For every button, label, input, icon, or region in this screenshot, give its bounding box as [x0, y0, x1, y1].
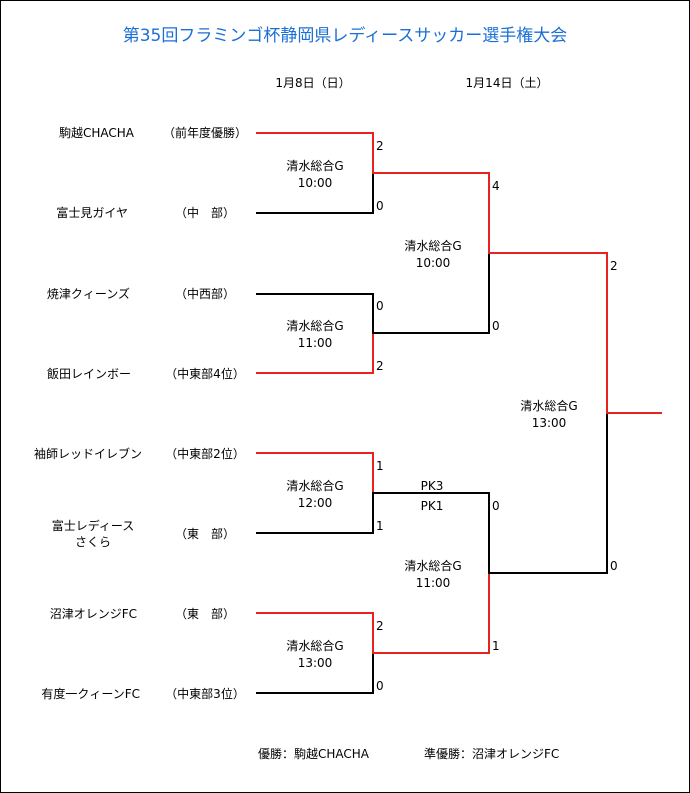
team-note: （中東部2位）	[165, 447, 245, 461]
team-name-line1: 富士レディース	[51, 519, 135, 533]
score: 1	[376, 519, 384, 533]
match-venue: 清水総合G	[404, 239, 462, 253]
score: 0	[376, 199, 384, 213]
match-venue: 清水総合G	[286, 479, 344, 493]
score: 1	[376, 459, 384, 473]
score: 0	[610, 559, 618, 573]
bracket-line	[256, 132, 374, 174]
score: 2	[376, 359, 384, 373]
score: 2	[376, 619, 384, 633]
team-name: 駒越CHACHA	[58, 126, 134, 140]
team-note: （東 部）	[174, 527, 236, 541]
bracket-line	[256, 612, 374, 654]
score: 4	[492, 179, 500, 193]
round2-date: 1月14日（土）	[465, 76, 549, 90]
bracket-line	[256, 452, 374, 494]
team-note: （中 部）	[174, 206, 236, 220]
team-name: 有度一クィーンFC	[41, 687, 140, 701]
pk-score: PK3	[420, 479, 444, 493]
bracket-line	[256, 293, 374, 334]
round1-date: 1月8日（日）	[275, 76, 351, 90]
bracket-line	[256, 172, 374, 214]
team-note: （中東部4位）	[165, 367, 245, 381]
bracket-line	[372, 572, 490, 654]
page-title: 第35回フラミンゴ杯静岡県レディースサッカー選手権大会	[122, 26, 568, 46]
bracket-line	[488, 252, 608, 414]
team-note: （中西部）	[174, 287, 236, 301]
match-time: 10:00	[297, 176, 333, 190]
team-name: 袖師レッドイレブン	[33, 447, 142, 461]
team-name: 沼津オレンジFC	[49, 607, 137, 621]
match-venue: 清水総合G	[404, 559, 462, 573]
score: 0	[376, 299, 384, 313]
match-time: 13:00	[297, 656, 333, 670]
score: 2	[610, 259, 618, 273]
match-time: 11:00	[415, 576, 451, 590]
team-name: 飯田レインボー	[46, 367, 131, 381]
bracket-line	[256, 332, 374, 374]
team-note: （東 部）	[174, 607, 236, 621]
score: 0	[376, 679, 384, 693]
match-venue: 清水総合G	[520, 399, 578, 413]
bracket-line	[372, 172, 490, 254]
runner-up-label: 準優勝：沼津オレンジFC	[424, 747, 560, 761]
match-time: 12:00	[297, 496, 333, 510]
match-venue: 清水総合G	[286, 639, 344, 653]
bracket-line	[372, 252, 490, 334]
match-time: 10:00	[415, 256, 451, 270]
score: 2	[376, 139, 384, 153]
match-venue: 清水総合G	[286, 159, 344, 173]
team-name-line2: さくら	[74, 535, 112, 549]
match-venue: 清水総合G	[286, 319, 344, 333]
score: 0	[492, 319, 500, 333]
team-name: 焼津クィーンズ	[46, 287, 130, 301]
score: 1	[492, 639, 500, 653]
bracket-line	[256, 492, 374, 534]
champion-label: 優勝：駒越CHACHA	[258, 747, 370, 761]
score: 0	[492, 499, 500, 513]
match-time: 13:00	[531, 416, 567, 430]
pk-score: PK1	[420, 499, 444, 513]
team-note: （前年度優勝）	[162, 126, 248, 140]
bracket-line	[372, 492, 490, 574]
team-name: 富士見ガイヤ	[56, 206, 128, 220]
bracket-line	[256, 652, 374, 694]
match-time: 11:00	[297, 336, 333, 350]
bracket-line	[488, 412, 608, 574]
team-note: （中東部3位）	[165, 687, 245, 701]
